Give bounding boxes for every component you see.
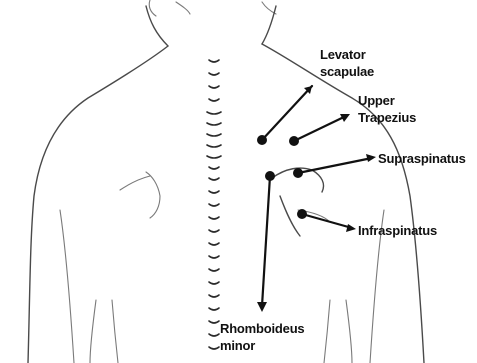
- left-scapula-spine: [120, 176, 150, 190]
- vertebra-mark: [207, 134, 221, 136]
- left-torso-side: [112, 300, 118, 363]
- vertebra-mark: [207, 112, 221, 114]
- vertebra-mark: [207, 145, 221, 147]
- vertebra-mark: [209, 167, 219, 169]
- vertebra-mark: [209, 99, 219, 101]
- vertebra-mark: [209, 178, 219, 180]
- vertebra-mark: [209, 204, 219, 206]
- left-arm-contour: [60, 210, 96, 363]
- vertebra-mark: [209, 334, 219, 336]
- vertebra-mark: [209, 308, 219, 310]
- rhomboideus-minor-pointer: [257, 171, 275, 312]
- left-scapula: [146, 172, 160, 218]
- infraspinatus-pointer: [297, 209, 356, 232]
- label-infraspinatus: Infraspinatus: [358, 222, 437, 239]
- left-shoulder-outline: [28, 46, 168, 363]
- vertebra-mark: [209, 191, 219, 193]
- vertebra-mark: [209, 321, 219, 323]
- head-outline: [149, 0, 276, 16]
- vertebra-mark: [209, 217, 219, 219]
- vertebra-mark: [209, 295, 219, 297]
- vertebra-mark: [209, 243, 219, 245]
- vertebra-mark: [207, 123, 221, 125]
- vertebra-mark: [209, 256, 219, 258]
- vertebra-mark: [209, 282, 219, 284]
- right-torso-side: [324, 300, 330, 363]
- right-scapula-border: [280, 196, 300, 236]
- neck-left-outline: [146, 6, 168, 46]
- label-supraspinatus: Supraspinatus: [378, 150, 466, 167]
- label-upper-trapezius: Upper Trapezius: [358, 92, 416, 126]
- label-rhomboideus-minor: Rhomboideus minor: [220, 320, 304, 354]
- supraspinatus-pointer: [293, 154, 376, 178]
- spine: [207, 60, 221, 349]
- vertebra-mark: [207, 156, 221, 158]
- vertebra-mark: [209, 60, 219, 62]
- vertebra-mark: [209, 347, 219, 349]
- label-levator-scapulae: Levator scapulae: [320, 46, 374, 80]
- vertebra-mark: [209, 230, 219, 232]
- vertebra-mark: [209, 86, 219, 88]
- upper-trapezius-pointer: [289, 114, 350, 146]
- neck-right-outline: [262, 6, 276, 44]
- vertebra-mark: [209, 73, 219, 75]
- vertebra-mark: [209, 269, 219, 271]
